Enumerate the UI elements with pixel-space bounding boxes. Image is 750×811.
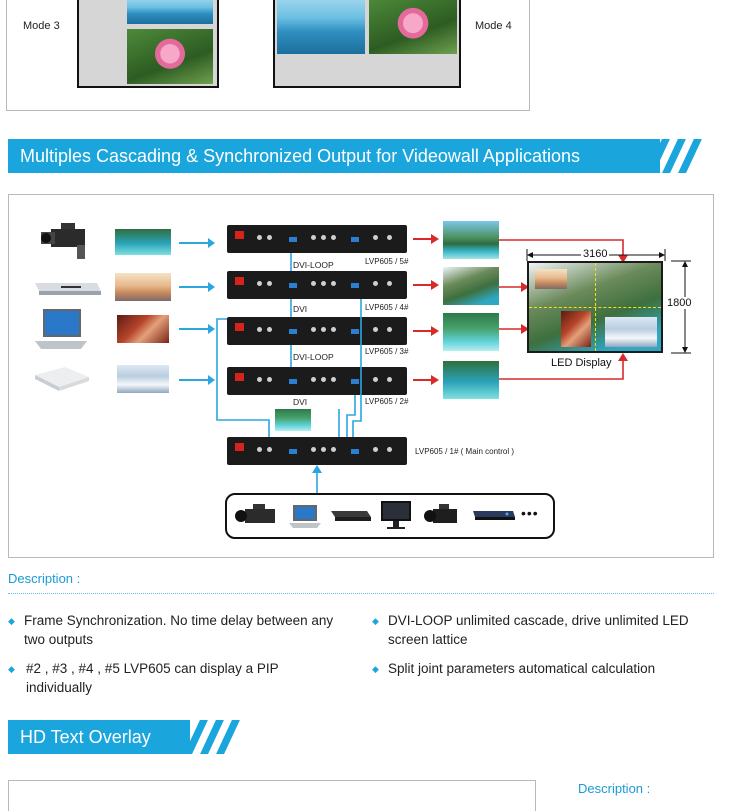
- blu-ray-player-icon: [473, 511, 515, 520]
- lvp605-device-2: [227, 367, 407, 395]
- section-title: Multiples Cascading & Synchronized Outpu…: [20, 146, 580, 166]
- signal-arrow: [179, 375, 215, 385]
- divider: [8, 593, 714, 594]
- mode3-screen: [77, 0, 219, 88]
- dvd-player-icon: [31, 277, 103, 297]
- source-thumbnail: [117, 365, 169, 393]
- link-label: DVI: [293, 397, 308, 407]
- device-label: LVP605 / 4#: [365, 303, 409, 312]
- device-label: LVP605 / 1# ( Main control ): [415, 447, 515, 456]
- description-item: ◆ #2 , #3 , #4 , #5 LVP605 can display a…: [8, 661, 279, 695]
- output-arrow: [413, 375, 439, 385]
- text-overlay-panel: [8, 780, 536, 811]
- led-width-label: 3160: [581, 248, 610, 260]
- lvp605-device-5: [227, 225, 407, 253]
- signal-arrow: [179, 282, 215, 292]
- cascade-diagram: LVP605 / 5# LVP605 / 4# LVP605 / 3# LVP6…: [8, 194, 714, 558]
- signal-arrow: [179, 238, 215, 248]
- camcorder-icon: [424, 504, 457, 523]
- output-arrow: [413, 280, 439, 290]
- bullet-icon: ◆: [372, 616, 379, 626]
- pip-thumbnail: [275, 409, 311, 431]
- lotus-image: [369, 0, 457, 54]
- section-title: HD Text Overlay: [20, 727, 151, 747]
- output-arrow: [413, 326, 439, 336]
- surfer-image: [277, 0, 365, 54]
- laptop-icon: [33, 307, 89, 351]
- bullet-icon: ◆: [8, 664, 15, 674]
- link-label: DVI-LOOP: [293, 352, 334, 362]
- mode3-label: Mode 3: [23, 20, 60, 32]
- signal-arrow: [179, 324, 215, 334]
- device-label: LVP605 / 2#: [365, 397, 409, 406]
- description-item: ◆ DVI-LOOP unlimited cascade, drive unli…: [372, 613, 689, 647]
- source-thumbnail: [117, 315, 169, 343]
- cascade-connections: [216, 239, 628, 493]
- led-height-label: 1800: [667, 297, 692, 309]
- monitor-icon: [381, 501, 411, 529]
- source-thumbnail: [115, 229, 171, 255]
- set-top-box-icon: [31, 361, 93, 393]
- section-banner: HD Text Overlay: [8, 720, 190, 754]
- source-thumbnail: [115, 273, 171, 301]
- camcorder-icon: [235, 504, 275, 523]
- bullet-icon: ◆: [8, 616, 15, 626]
- description-item: ◆ Frame Synchronization. No time delay b…: [8, 613, 334, 647]
- led-caption: LED Display: [551, 357, 612, 369]
- description-title: Description :: [8, 571, 81, 586]
- lvp605-device-4: [227, 271, 407, 299]
- device-label: LVP605 / 3#: [365, 347, 409, 356]
- input-sources-box: •••: [225, 493, 555, 539]
- device-label: LVP605 / 5#: [365, 257, 409, 266]
- output-thumbnail: [443, 361, 499, 399]
- led-display: [527, 261, 663, 353]
- bullet-icon: ◆: [372, 664, 379, 674]
- mode-panel: Mode 3 Mode 4: [6, 0, 530, 111]
- description-item: ◆ Split joint parameters automatical cal…: [372, 659, 728, 678]
- dvd-player-icon: [331, 511, 371, 521]
- output-thumbnail: [443, 313, 499, 351]
- link-label: DVI: [293, 304, 308, 314]
- lvp605-device-3: [227, 317, 407, 345]
- link-label: DVI-LOOP: [293, 260, 334, 270]
- output-arrow: [413, 234, 439, 244]
- mode4-screen: [273, 0, 461, 88]
- surfer-image: [127, 0, 213, 24]
- camcorder-icon: [37, 219, 95, 261]
- description-title: Description :: [578, 781, 651, 796]
- lotus-image: [127, 29, 213, 84]
- more-sources-dots: •••: [521, 505, 539, 521]
- output-thumbnail: [443, 267, 499, 305]
- lvp605-device-1-main: [227, 437, 407, 465]
- output-thumbnail: [443, 221, 499, 259]
- mode4-label: Mode 4: [475, 20, 512, 32]
- laptop-icon: [289, 505, 321, 528]
- section-banner: Multiples Cascading & Synchronized Outpu…: [8, 139, 660, 173]
